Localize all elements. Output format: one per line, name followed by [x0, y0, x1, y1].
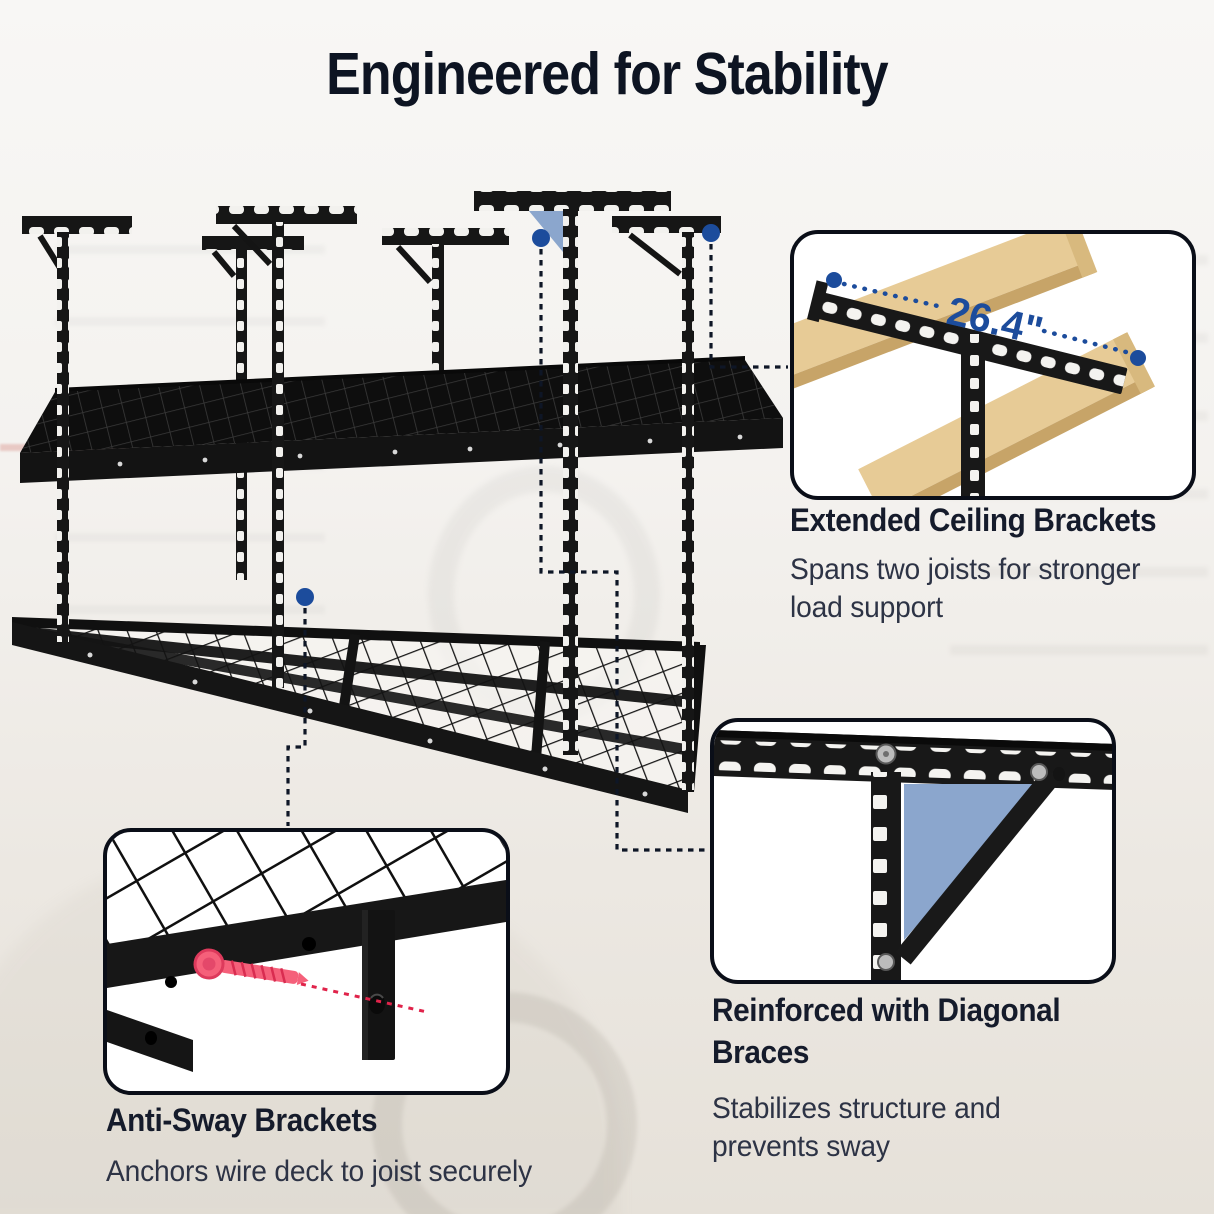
ceiling-bracket-right — [612, 216, 721, 790]
lower-rail — [107, 1010, 193, 1072]
lower-deck — [12, 617, 706, 813]
antisway-body: Anchors wire deck to joist securely — [106, 1155, 532, 1188]
page-title: Engineered for Stability — [326, 41, 889, 107]
leader-line-antisway — [286, 608, 307, 826]
upper-deck — [20, 356, 783, 483]
antisway-bracket-tube — [362, 910, 395, 1060]
leader-dot-ceiling — [702, 224, 720, 242]
measurement-line — [826, 272, 1146, 366]
ceiling-bracket-back-mid — [382, 228, 509, 378]
ceiling-heading: Extended Ceiling Brackets — [790, 502, 1157, 538]
braces-heading: Reinforced with Diagonal Braces — [712, 992, 1061, 1070]
leader-dot-antisway — [296, 588, 314, 606]
ceiling-bracket-highlighted — [474, 191, 671, 755]
ceiling-body: Spans two joists for stronger load suppo… — [790, 553, 1141, 624]
callout-antisway-image — [103, 828, 510, 1095]
vertical-post — [871, 772, 901, 980]
ceiling-bracket-left — [22, 216, 132, 642]
top-rail — [714, 729, 1112, 791]
leader-dot-braces — [532, 229, 550, 247]
diagonal-brace — [895, 767, 1062, 965]
bolts — [875, 743, 1065, 971]
leader-line-braces — [539, 249, 708, 852]
callout-ceiling-bracket-image: 26.4" — [790, 230, 1196, 500]
braces-body: Stabilizes structure and prevents sway — [712, 1092, 1001, 1163]
leader-line-ceiling — [709, 244, 788, 369]
ceiling-bracket-mid-left — [216, 206, 357, 688]
extended-bracket — [806, 280, 1128, 496]
antisway-heading: Anti-Sway Brackets — [106, 1102, 378, 1138]
red-screw — [193, 948, 309, 985]
callout-diagonal-brace-image — [710, 718, 1116, 984]
